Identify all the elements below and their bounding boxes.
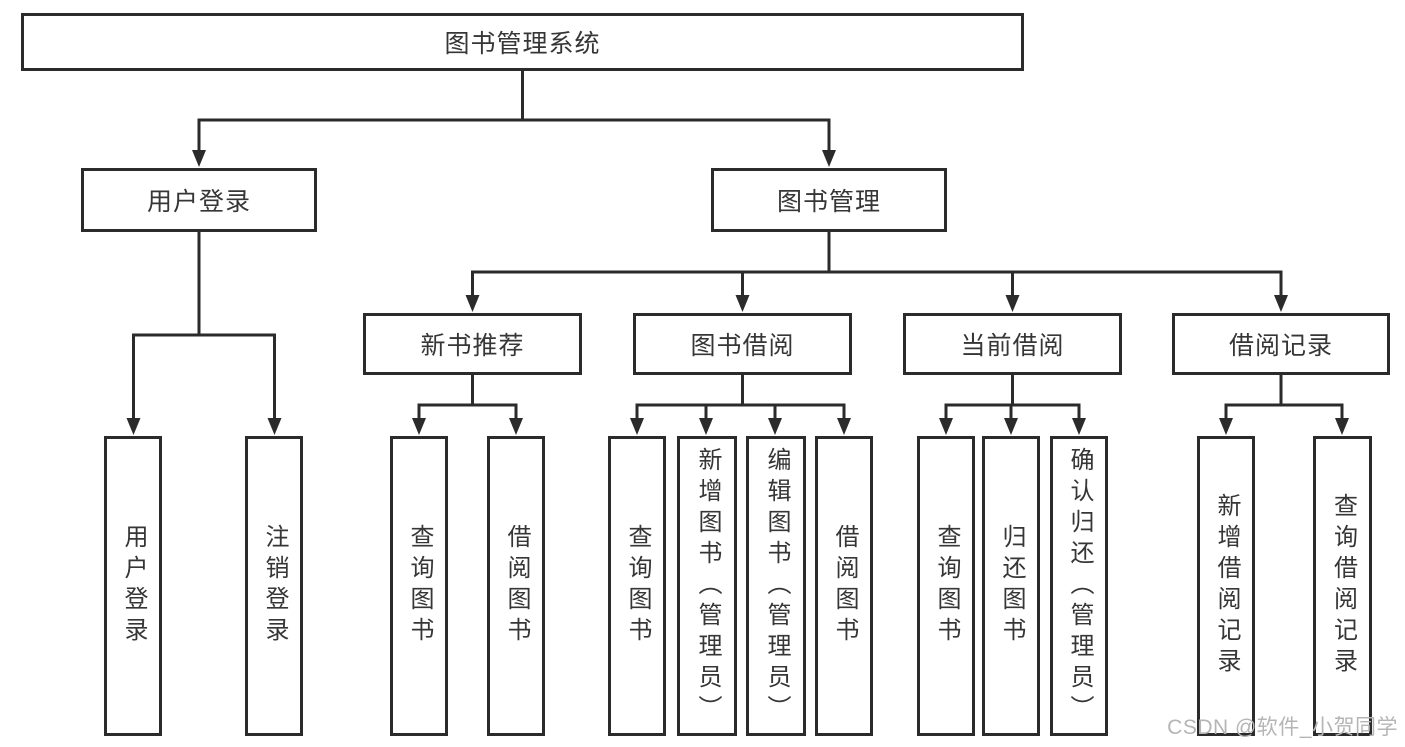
node-label: 借阅记录 <box>1228 332 1333 360</box>
node-label: 查询图书 <box>624 524 651 648</box>
node-label: 借阅图书 <box>831 524 858 648</box>
leaf-borrow-edit-book-admin: 编辑图书（管理员） <box>746 436 806 736</box>
node-label: 查询借阅记录 <box>1329 493 1357 679</box>
csdn-watermark: CSDN @软件_小贺同学 <box>1167 716 1398 739</box>
node-user-login: 用户登录 <box>81 168 317 232</box>
leaf-user-login: 用户登录 <box>104 436 162 736</box>
leaf-current-return-book: 归还图书 <box>982 436 1040 736</box>
leaf-newbook-query-book: 查询图书 <box>390 436 448 736</box>
leaf-logout-login: 注销登录 <box>245 436 303 736</box>
node-label: 新增图书（管理员） <box>694 446 721 726</box>
node-label: 当前借阅 <box>960 332 1065 360</box>
leaf-borrow-query-book: 查询图书 <box>608 436 666 736</box>
node-label: 确认归还（管理员） <box>1066 446 1093 726</box>
leaf-newbook-borrow-book: 借阅图书 <box>487 436 545 736</box>
node-current-borrow: 当前借阅 <box>903 313 1122 375</box>
node-label: 图书管理 <box>776 188 881 216</box>
node-label: 查询图书 <box>933 524 960 648</box>
node-label: 新增借阅记录 <box>1213 493 1240 679</box>
node-label: 新书推荐 <box>420 332 525 360</box>
node-label: 查询图书 <box>406 524 433 648</box>
node-new-book-recommend: 新书推荐 <box>363 313 582 375</box>
node-label: 借阅图书 <box>503 524 530 648</box>
node-label: 编辑图书（管理员） <box>763 446 790 726</box>
node-book-borrow: 图书借阅 <box>633 313 852 375</box>
leaf-borrow-add-book-admin: 新增图书（管理员） <box>677 436 737 736</box>
node-label: 图书借阅 <box>690 332 795 360</box>
node-label: 用户登录 <box>146 188 251 216</box>
node-label: 图书管理系统 <box>444 30 601 58</box>
node-borrow-record: 借阅记录 <box>1172 313 1390 375</box>
leaf-current-confirm-return-admin: 确认归还（管理员） <box>1050 436 1108 736</box>
node-label: 归还图书 <box>998 524 1025 648</box>
leaf-record-add-borrow-record: 新增借阅记录 <box>1197 436 1255 736</box>
node-label: 用户登录 <box>120 524 147 648</box>
leaf-borrow-borrow-book: 借阅图书 <box>815 436 873 736</box>
leaf-current-query-book: 查询图书 <box>917 436 975 736</box>
leaf-record-query-borrow-record: 查询借阅记录 <box>1313 436 1372 736</box>
node-book-management: 图书管理 <box>711 168 947 232</box>
node-root-library-system: 图书管理系统 <box>21 13 1024 71</box>
node-label: 注销登录 <box>261 524 288 648</box>
